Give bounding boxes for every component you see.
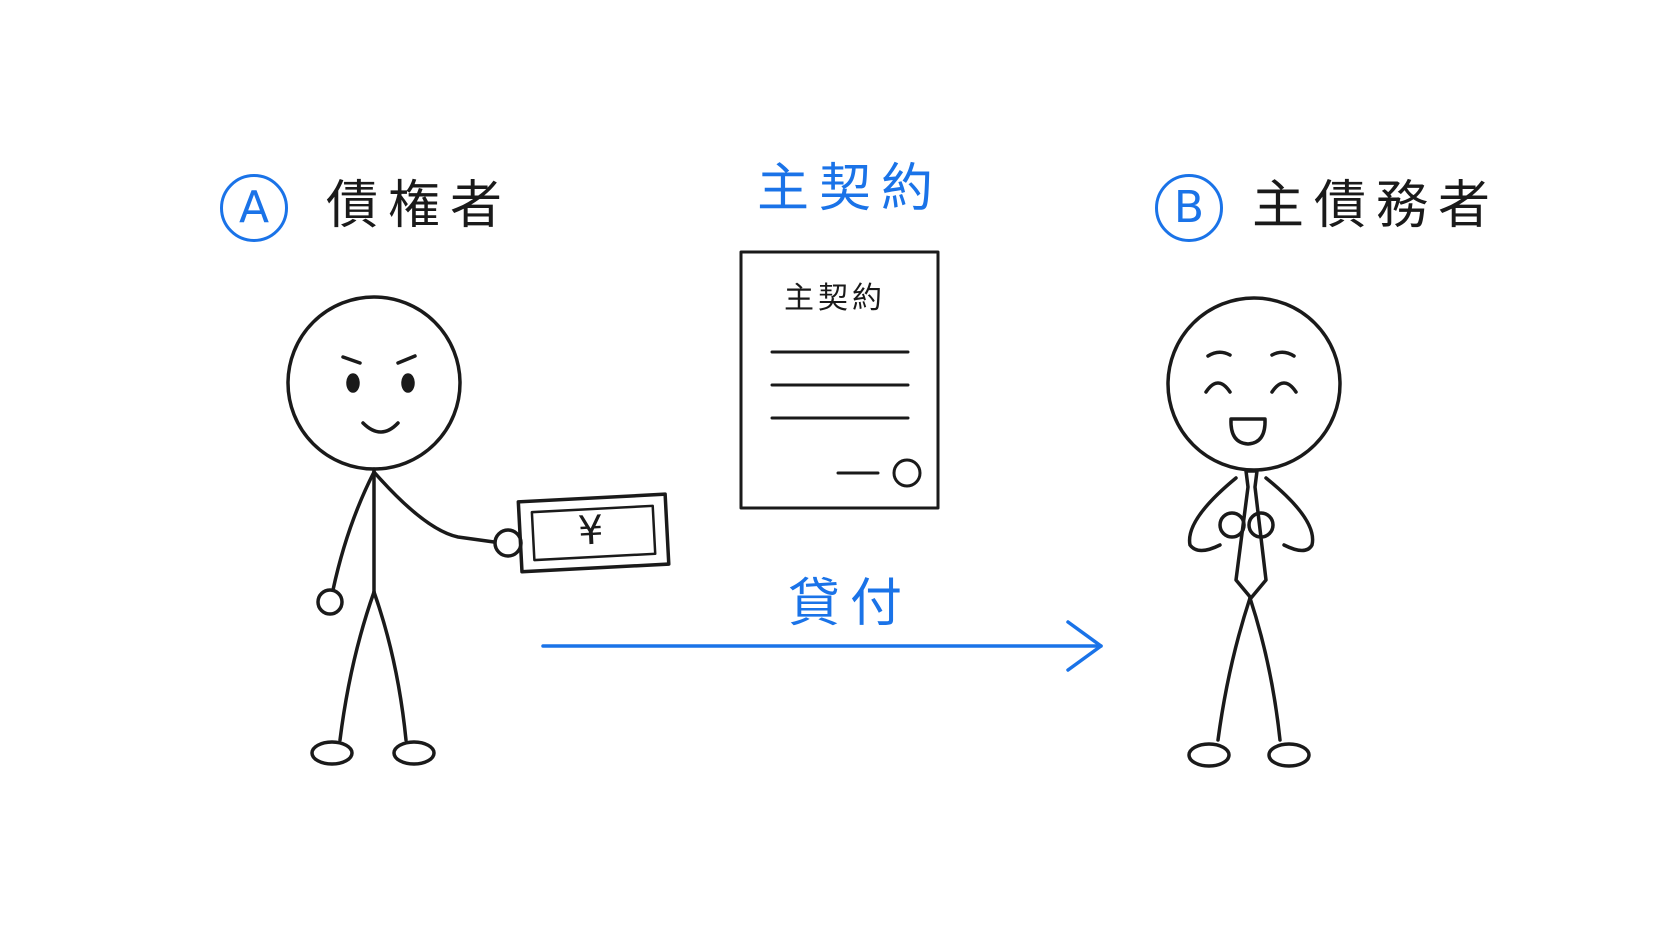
creditor-eyebrow-left [341,355,362,365]
debtor-figure [1166,296,1342,768]
contract-document-seal [892,458,922,488]
contract-document-paper [739,250,940,510]
creditor-arm-left [331,470,376,592]
creditor-leg-left [338,590,376,742]
debtor-letter-badge: B [1155,174,1223,242]
debtor-mouth [1229,417,1267,446]
creditor-mouth [361,421,400,434]
creditor-letter-badge: A [220,174,288,242]
contract-document-title: 主契約 [784,281,886,316]
debtor-eyebrow-left [1206,350,1232,358]
creditor-hand-right [493,528,523,558]
creditor-eye-left [346,373,360,393]
debtor-arm-right [1264,476,1315,553]
banknote-yen-symbol: ¥ [576,507,605,555]
creditor-hand-left [316,588,344,616]
creditor-eyebrow-right [396,354,417,365]
creditor-foot-right [392,740,436,766]
creditor-head [286,295,462,471]
loan-arrow-head [1066,620,1103,672]
debtor-arm-left [1187,476,1238,553]
creditor-figure [286,295,523,766]
debtor-leg-right [1248,596,1282,742]
banknote-outer [516,492,671,574]
creditor-leg-right [372,590,408,742]
debtor-foot-right [1267,742,1311,768]
banknote-inner [530,504,657,562]
debtor-hand-right [1247,511,1275,539]
debtor-foot-left [1187,742,1231,768]
debtor-label: 主債務者 [1252,176,1501,236]
loan-arrow [541,620,1103,672]
banknote [516,492,671,574]
creditor-label: 債権者 [326,176,513,236]
debtor-hand-left [1218,511,1246,539]
debtor-eye-right [1270,381,1298,394]
creditor-arm-right [372,470,496,544]
debtor-eye-left [1204,381,1232,394]
debtor-tie [1234,469,1268,600]
loan-label: 貸付 [788,574,913,634]
contract-document [739,250,940,510]
creditor-foot-left [310,740,354,766]
creditor-eye-right [401,373,415,393]
debtor-leg-left [1216,596,1252,742]
contract-heading: 主契約 [757,159,944,219]
debtor-eyebrow-right [1270,350,1296,358]
